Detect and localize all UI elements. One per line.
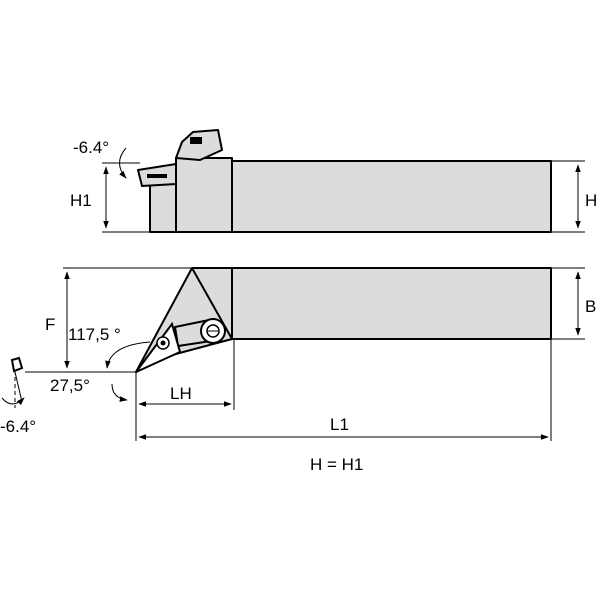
- h1-label: H1: [70, 191, 92, 210]
- top-insert: [135, 321, 182, 373]
- lh-label: LH: [170, 384, 192, 403]
- top-angle-arc: [119, 147, 127, 179]
- clamp-screw-hex: [206, 324, 220, 338]
- insert-angle-detail: -6.4°: [0, 356, 36, 436]
- side-clamp-slot: [190, 137, 202, 144]
- top-view: F B 117,5 ° 27,5° LH L1: [25, 267, 596, 441]
- top-shank: [231, 267, 552, 340]
- side-view: -6.4° H1 H: [70, 129, 597, 233]
- top-angle-label: -6.4°: [73, 138, 109, 157]
- side-clamp: [175, 129, 223, 161]
- side-insert-notch: [147, 174, 167, 178]
- detail-angle-line: [14, 371, 23, 403]
- angle-117-label: 117,5 °: [68, 325, 121, 344]
- detail-insert: [10, 356, 24, 373]
- angle-27-label: 27,5°: [50, 376, 90, 395]
- b-label: B: [585, 297, 596, 316]
- l1-label: L1: [330, 415, 349, 434]
- angle-117-arc: [105, 341, 151, 369]
- formula-label: H = H1: [310, 455, 363, 474]
- f-label: F: [45, 315, 55, 334]
- h-label: H: [585, 191, 597, 210]
- detail-angle-arc: [1, 397, 25, 406]
- angle-27-arc: [111, 383, 128, 402]
- side-shank: [231, 160, 552, 233]
- bottom-angle-label: -6.4°: [0, 417, 36, 436]
- insert-hole-inner: [160, 340, 166, 346]
